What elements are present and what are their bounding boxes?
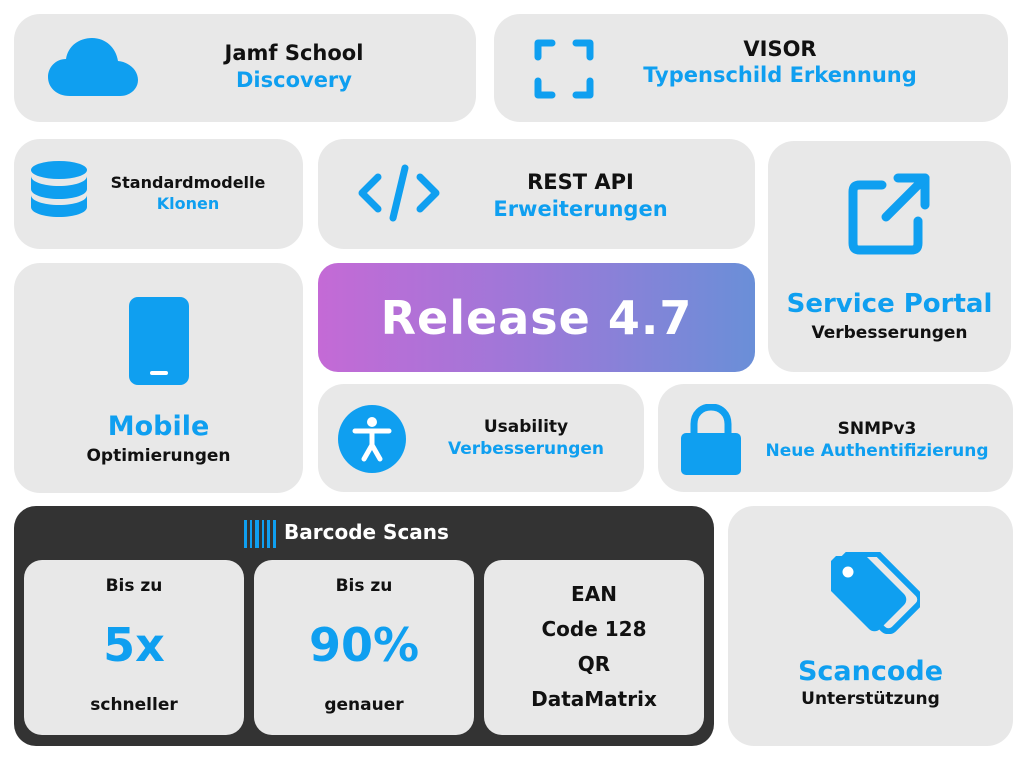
lock-icon (681, 404, 741, 475)
barcode-title: Barcode Scans (284, 520, 449, 544)
jamf-subtitle: Discovery (236, 68, 352, 92)
cloud-icon (48, 38, 138, 96)
scancode-subtitle: Unterstützung (801, 689, 940, 709)
feature-card-snmp: SNMPv3 Neue Authentifizierung (658, 384, 1013, 492)
format-item: Code 128 (541, 617, 647, 641)
visor-subtitle: Typenschild Erkennung (643, 63, 917, 87)
stat-bottom: schneller (90, 695, 178, 715)
stat-top: Bis zu (105, 576, 163, 596)
feature-card-jamf: Jamf School Discovery (14, 14, 476, 122)
snmp-subtitle: Neue Authentifizierung (765, 441, 989, 461)
feature-card-scancode: Scancode Unterstützung (728, 506, 1013, 746)
scan-frame-icon (534, 39, 594, 99)
format-item: EAN (571, 582, 617, 606)
stat-card-accuracy: Bis zu 90% genauer (254, 560, 474, 735)
database-icon (31, 161, 87, 217)
format-item: QR (577, 652, 611, 676)
visor-title: VISOR (743, 37, 817, 61)
feature-card-usability: Usability Verbesserungen (318, 384, 644, 492)
jamf-title: Jamf School (224, 41, 364, 65)
code-icon (358, 164, 440, 222)
standardmodelle-title: Standardmodelle (110, 173, 266, 192)
smartphone-icon (129, 297, 189, 385)
release-title: Release 4.7 (380, 290, 693, 345)
stat-top: Bis zu (335, 576, 393, 596)
standardmodelle-subtitle: Klonen (156, 194, 220, 213)
accessibility-icon (338, 405, 406, 473)
usability-subtitle: Verbesserungen (448, 439, 604, 459)
restapi-title: REST API (527, 170, 634, 194)
stat-bottom: genauer (324, 695, 404, 715)
stat-card-formats: EAN Code 128 QR DataMatrix (484, 560, 704, 735)
external-link-icon (848, 173, 930, 255)
stat-value: 5x (103, 618, 165, 672)
mobile-title: Mobile (107, 411, 210, 442)
feature-card-mobile: Mobile Optimierungen (14, 263, 303, 493)
feature-card-visor: VISOR Typenschild Erkennung (494, 14, 1008, 122)
feature-card-serviceportal: Service Portal Verbesserungen (768, 141, 1011, 372)
format-item: DataMatrix (531, 687, 657, 711)
scancode-title: Scancode (797, 656, 944, 687)
snmp-title: SNMPv3 (837, 419, 917, 439)
serviceportal-title: Service Portal (786, 289, 993, 319)
tags-icon (831, 552, 920, 634)
barcode-icon (244, 520, 276, 548)
mobile-subtitle: Optimierungen (86, 446, 231, 466)
usability-title: Usability (483, 417, 569, 437)
restapi-subtitle: Erweiterungen (493, 197, 668, 221)
feature-card-restapi: REST API Erweiterungen (318, 139, 755, 249)
release-banner: Release 4.7 (318, 263, 755, 372)
serviceportal-subtitle: Verbesserungen (811, 323, 968, 343)
feature-card-standardmodelle: Standardmodelle Klonen (14, 139, 303, 249)
stat-card-speed: Bis zu 5x schneller (24, 560, 244, 735)
stat-value: 90% (308, 618, 420, 672)
